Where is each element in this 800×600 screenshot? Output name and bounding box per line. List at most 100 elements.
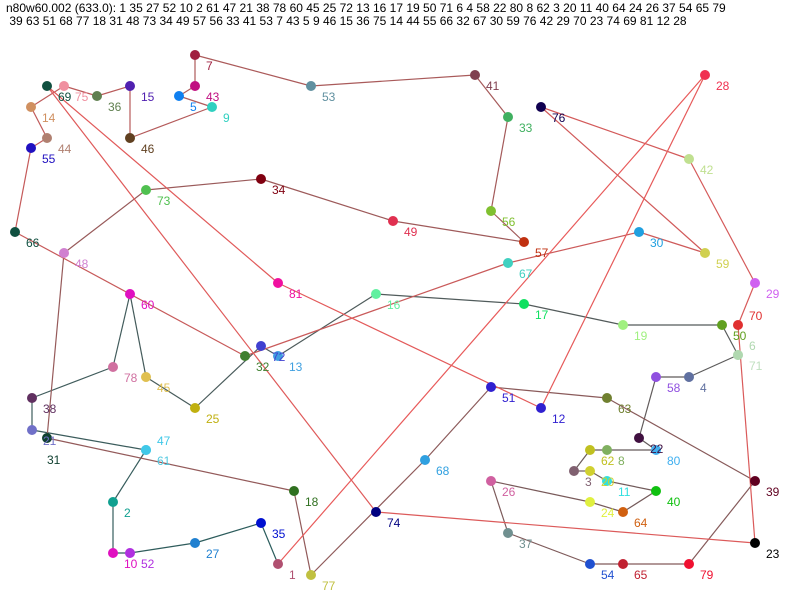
- node-label-46: 46: [141, 142, 155, 156]
- node-49: [388, 216, 398, 226]
- node-label-49: 49: [404, 225, 418, 239]
- node-50: [717, 320, 727, 330]
- node-label-64: 64: [634, 516, 648, 530]
- node-label-44: 44: [58, 142, 72, 156]
- node-label-81: 81: [289, 287, 303, 301]
- tour-edge: [46, 85, 279, 284]
- node-59: [700, 248, 710, 258]
- tour-edge: [688, 158, 756, 284]
- node-40: [651, 486, 661, 496]
- node-51: [486, 382, 496, 392]
- node-label-16: 16: [387, 298, 401, 312]
- node-label-4: 4: [700, 381, 707, 395]
- node-13: [273, 351, 283, 361]
- node-label-51: 51: [502, 391, 516, 405]
- node-label-37: 37: [519, 537, 533, 551]
- node-37: [503, 528, 513, 538]
- node-63: [602, 393, 612, 403]
- node-label-38: 38: [43, 402, 57, 416]
- node-label-39: 39: [766, 485, 780, 499]
- tour-edge: [622, 490, 657, 513]
- node-55: [26, 143, 36, 153]
- tour-edge: [523, 303, 624, 326]
- node-label-32: 32: [256, 360, 270, 374]
- node-label-45: 45: [157, 381, 171, 395]
- tour-edge: [540, 74, 706, 409]
- node-label-58: 58: [667, 381, 681, 395]
- node-56: [486, 206, 496, 216]
- node-42: [684, 154, 694, 164]
- node-label-78: 78: [124, 371, 138, 385]
- tour-edge: [310, 459, 426, 576]
- node-label-61: 61: [157, 454, 171, 468]
- node-label-59: 59: [716, 257, 730, 271]
- node-label-27: 27: [206, 547, 220, 561]
- tour-edge: [490, 480, 509, 534]
- tour-edge: [129, 542, 196, 554]
- tour-edge: [688, 354, 739, 378]
- node-26: [486, 476, 496, 486]
- node-43: [190, 81, 200, 91]
- node-label-56: 56: [502, 215, 516, 229]
- node-47: [141, 445, 151, 455]
- node-label-62: 62: [601, 454, 615, 468]
- node-label-42: 42: [700, 163, 714, 177]
- tour-edge: [277, 74, 706, 565]
- node-28: [700, 70, 710, 80]
- node-label-69: 69: [58, 90, 72, 104]
- tour-edge: [194, 345, 262, 409]
- node-label-24: 24: [601, 506, 615, 520]
- node-label-80: 80: [667, 454, 681, 468]
- tour-edge: [638, 231, 706, 254]
- node-45: [141, 372, 151, 382]
- node-label-3: 3: [585, 475, 592, 489]
- node-label-8: 8: [618, 454, 625, 468]
- node-16: [371, 289, 381, 299]
- node-64: [618, 507, 628, 517]
- node-76: [536, 102, 546, 112]
- tour-edge: [638, 376, 657, 439]
- tour-edge: [63, 85, 98, 97]
- node-15: [125, 81, 135, 91]
- node-62: [585, 445, 595, 455]
- tour-edge: [392, 220, 525, 243]
- node-33: [503, 112, 513, 122]
- node-10: [108, 548, 118, 558]
- node-38: [27, 393, 37, 403]
- node-57: [519, 237, 529, 247]
- node-label-7: 7: [206, 59, 213, 73]
- node-8: [602, 445, 612, 455]
- tour-nodes: [10, 50, 760, 580]
- node-1: [273, 559, 283, 569]
- node-label-12: 12: [552, 412, 566, 426]
- node-label-13: 13: [289, 360, 303, 374]
- node-label-53: 53: [322, 90, 336, 104]
- node-35: [256, 518, 266, 528]
- node-label-77: 77: [322, 579, 336, 593]
- node-22: [634, 433, 644, 443]
- node-29: [750, 278, 760, 288]
- node-66: [10, 227, 20, 237]
- tour-edge: [30, 85, 65, 108]
- tour-edge: [507, 532, 591, 565]
- node-19: [618, 320, 628, 330]
- node-78: [108, 362, 118, 372]
- tour-edge: [31, 429, 147, 451]
- node-label-18: 18: [305, 495, 319, 509]
- node-11: [602, 476, 612, 486]
- tour-edge: [589, 501, 624, 513]
- tour-edge: [490, 210, 525, 243]
- node-label-36: 36: [108, 100, 122, 114]
- tour-edges: [14, 54, 756, 576]
- node-label-79: 79: [700, 568, 714, 582]
- node-label-63: 63: [618, 402, 632, 416]
- node-label-68: 68: [436, 464, 450, 478]
- node-label-40: 40: [667, 495, 681, 509]
- tour-edge: [112, 293, 131, 368]
- node-label-52: 52: [141, 557, 155, 571]
- node-24: [585, 497, 595, 507]
- tour-edge: [490, 480, 591, 503]
- node-3: [569, 466, 579, 476]
- node-label-10: 10: [124, 557, 138, 571]
